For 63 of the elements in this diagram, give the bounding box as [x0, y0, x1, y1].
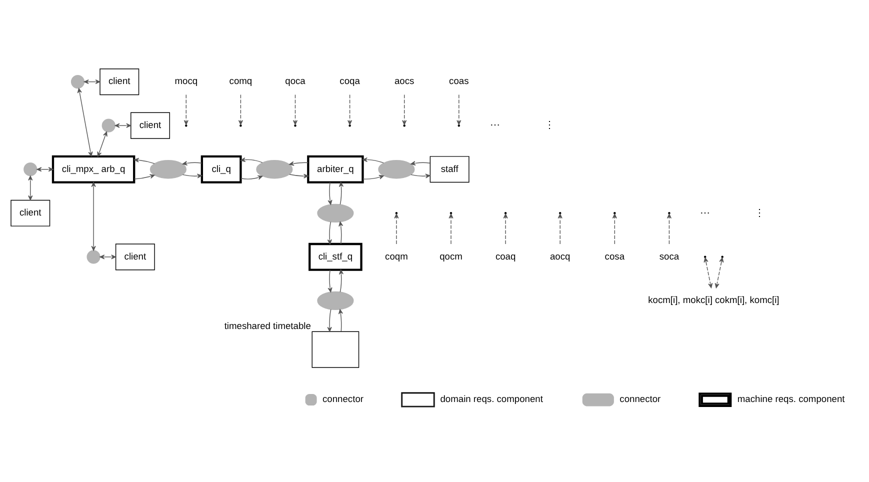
label: ⋮ [754, 207, 765, 218]
node-box: client [130, 112, 170, 138]
legend-label: domain reqs. component [440, 394, 543, 404]
arrow [410, 160, 430, 165]
node-box [312, 330, 360, 368]
node-box: client [10, 199, 50, 226]
arrow [327, 220, 332, 244]
node-text: comq [229, 76, 252, 86]
arrow [410, 173, 430, 178]
arrow [182, 160, 202, 165]
arrow [338, 220, 344, 244]
arrow [28, 175, 33, 200]
arrow [77, 88, 93, 156]
legend-label: machine reqs. component [737, 394, 845, 404]
arrow [289, 173, 308, 178]
node-text: kocm[i], mokc[i] cokm[i], komc[i] [648, 294, 780, 305]
node-box: client [100, 68, 140, 95]
node-text: coqa [340, 76, 360, 86]
arrow [327, 308, 332, 332]
arrow [134, 157, 155, 164]
node-label: timeshared timetable [224, 320, 311, 330]
legend-label: connector [620, 394, 661, 404]
label: ⋯ [700, 207, 710, 218]
node-box: cli_mpx_ arb_q [52, 154, 136, 183]
node-box: cli_stf_q [308, 242, 362, 270]
arrow [91, 182, 96, 250]
arrow [362, 156, 384, 163]
node-text: cosa [604, 250, 625, 261]
arrow [100, 254, 116, 259]
arrow [114, 122, 132, 128]
node-text: coaq [495, 250, 516, 261]
node-circle [102, 118, 116, 132]
arrow [182, 173, 202, 178]
legend-label: connector [322, 394, 364, 404]
arrow [338, 269, 344, 292]
arrow [338, 308, 343, 332]
node-text: coas [449, 76, 469, 86]
node-text: qoca [285, 76, 306, 86]
arrow [97, 130, 108, 156]
node-circle [24, 162, 38, 176]
node-text: aocq [550, 250, 570, 261]
arrow [240, 174, 263, 180]
node-text: coqm [385, 250, 408, 261]
node-box: staff [430, 156, 470, 182]
arrow [240, 157, 263, 162]
node-ellipse [317, 203, 354, 222]
node-ellipse [317, 290, 354, 310]
node-box: cli_q [200, 154, 242, 183]
arrow [289, 160, 308, 166]
arrow [338, 181, 344, 204]
label: ⋯ [490, 120, 500, 131]
node-text: qocm [440, 250, 462, 261]
arrow [362, 174, 384, 179]
node-text: soca [659, 250, 680, 261]
label: ⋮ [544, 120, 554, 131]
node-box: client [115, 243, 155, 270]
node-circle [70, 74, 85, 88]
node-text: aocs [394, 76, 414, 86]
node-circle [86, 250, 100, 264]
node-text: mocq [174, 76, 198, 86]
arrow [328, 181, 332, 204]
node-box: arbiter_q [307, 154, 364, 183]
arrow [328, 269, 332, 292]
